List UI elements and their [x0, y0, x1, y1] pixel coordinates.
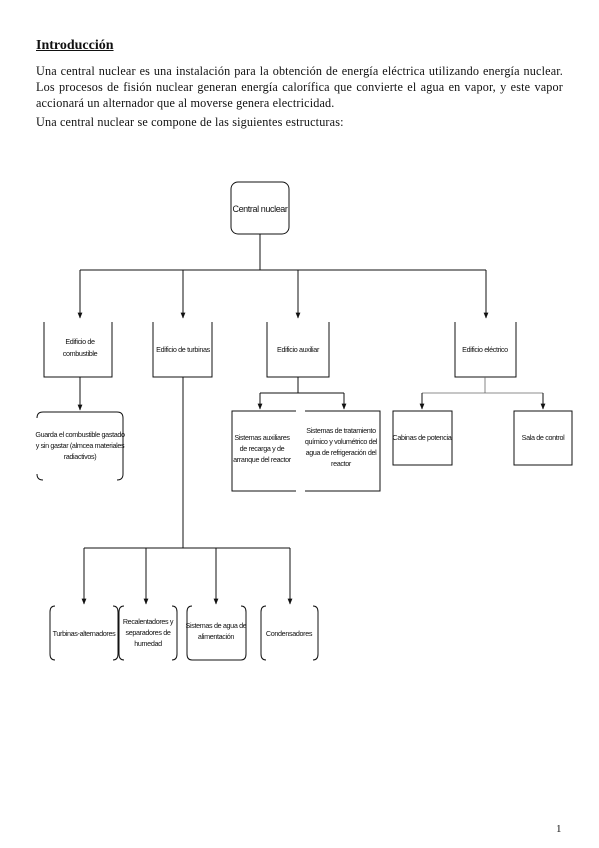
root-label: Central nuclear	[232, 204, 287, 214]
node-sistemas-auxiliares: Sistemas auxiliares de recarga y de arra…	[231, 410, 296, 492]
label-electrico: Edificio eléctrico	[462, 345, 508, 354]
label-sistemas-aux-1: Sistemas auxiliares	[234, 433, 290, 442]
label-auxiliar: Edificio auxiliar	[277, 345, 320, 354]
node-sistemas-tratamiento: Sistemas de tratamiento químico y volumé…	[305, 410, 381, 492]
label-tratamiento-2: químico y volumétrico del	[305, 437, 378, 446]
label-sistemas-aux-3: arranque del reactor	[233, 455, 292, 464]
label-sistemas-aux-2: de recarga y de	[240, 444, 285, 453]
node-cabinas-potencia: Cabinas de potencia	[392, 410, 453, 466]
node-edificio-electrico: Edificio eléctrico	[454, 322, 517, 378]
section-heading: Introducción	[36, 38, 114, 53]
node-turbinas-alternadores: Turbinas-alternadores	[49, 605, 119, 661]
label-guarda-2: y sin gastar (almcea materiales	[36, 441, 125, 450]
node-guarda-combustible: Guarda el combustible gastado y sin gast…	[35, 411, 125, 481]
page-number: 1	[556, 823, 562, 835]
label-cabinas: Cabinas de potencia	[393, 433, 452, 442]
label-condensadores: Condensadores	[266, 629, 313, 638]
label-turbinas-alt: Turbinas-alternadores	[53, 629, 116, 638]
node-edificio-turbinas: Edificio de turbinas	[152, 322, 213, 378]
label-guarda-3: radiactivos)	[64, 452, 97, 461]
label-turbinas: Edificio de turbinas	[156, 345, 210, 354]
node-sala-control: Sala de control	[513, 410, 573, 466]
node-condensadores: Condensadores	[260, 605, 319, 661]
intro-paragraph: Una central nuclear es una instalación p…	[36, 64, 563, 110]
label-guarda-1: Guarda el combustible gastado	[35, 430, 125, 439]
label-tratamiento-1: Sistemas de tratamiento	[306, 426, 376, 435]
label-sala: Sala de control	[522, 433, 565, 442]
label-tratamiento-3: agua de refrigeración del	[306, 448, 378, 457]
label-agua-1: Sistemas de agua de	[186, 621, 247, 630]
label-agua-2: alimentación	[198, 632, 235, 641]
node-sistemas-agua: Sistemas de agua de alimentación	[186, 605, 247, 661]
label-recalentadores-2: separadores de	[125, 628, 170, 637]
node-edificio-combustible: Edificio de combustible	[43, 322, 113, 378]
node-recalentadores: Recalentadores y separadores de humedad	[118, 605, 178, 661]
label-combustible-1: Edificio de	[65, 337, 95, 346]
label-recalentadores-3: humedad	[134, 639, 162, 648]
label-combustible-2: combustible	[63, 349, 98, 358]
label-recalentadores-1: Recalentadores y	[123, 617, 174, 626]
structure-intro-paragraph: Una central nuclear se compone de las si…	[36, 115, 344, 129]
node-edificio-auxiliar: Edificio auxiliar	[266, 322, 330, 378]
label-tratamiento-4: reactor	[331, 459, 352, 468]
